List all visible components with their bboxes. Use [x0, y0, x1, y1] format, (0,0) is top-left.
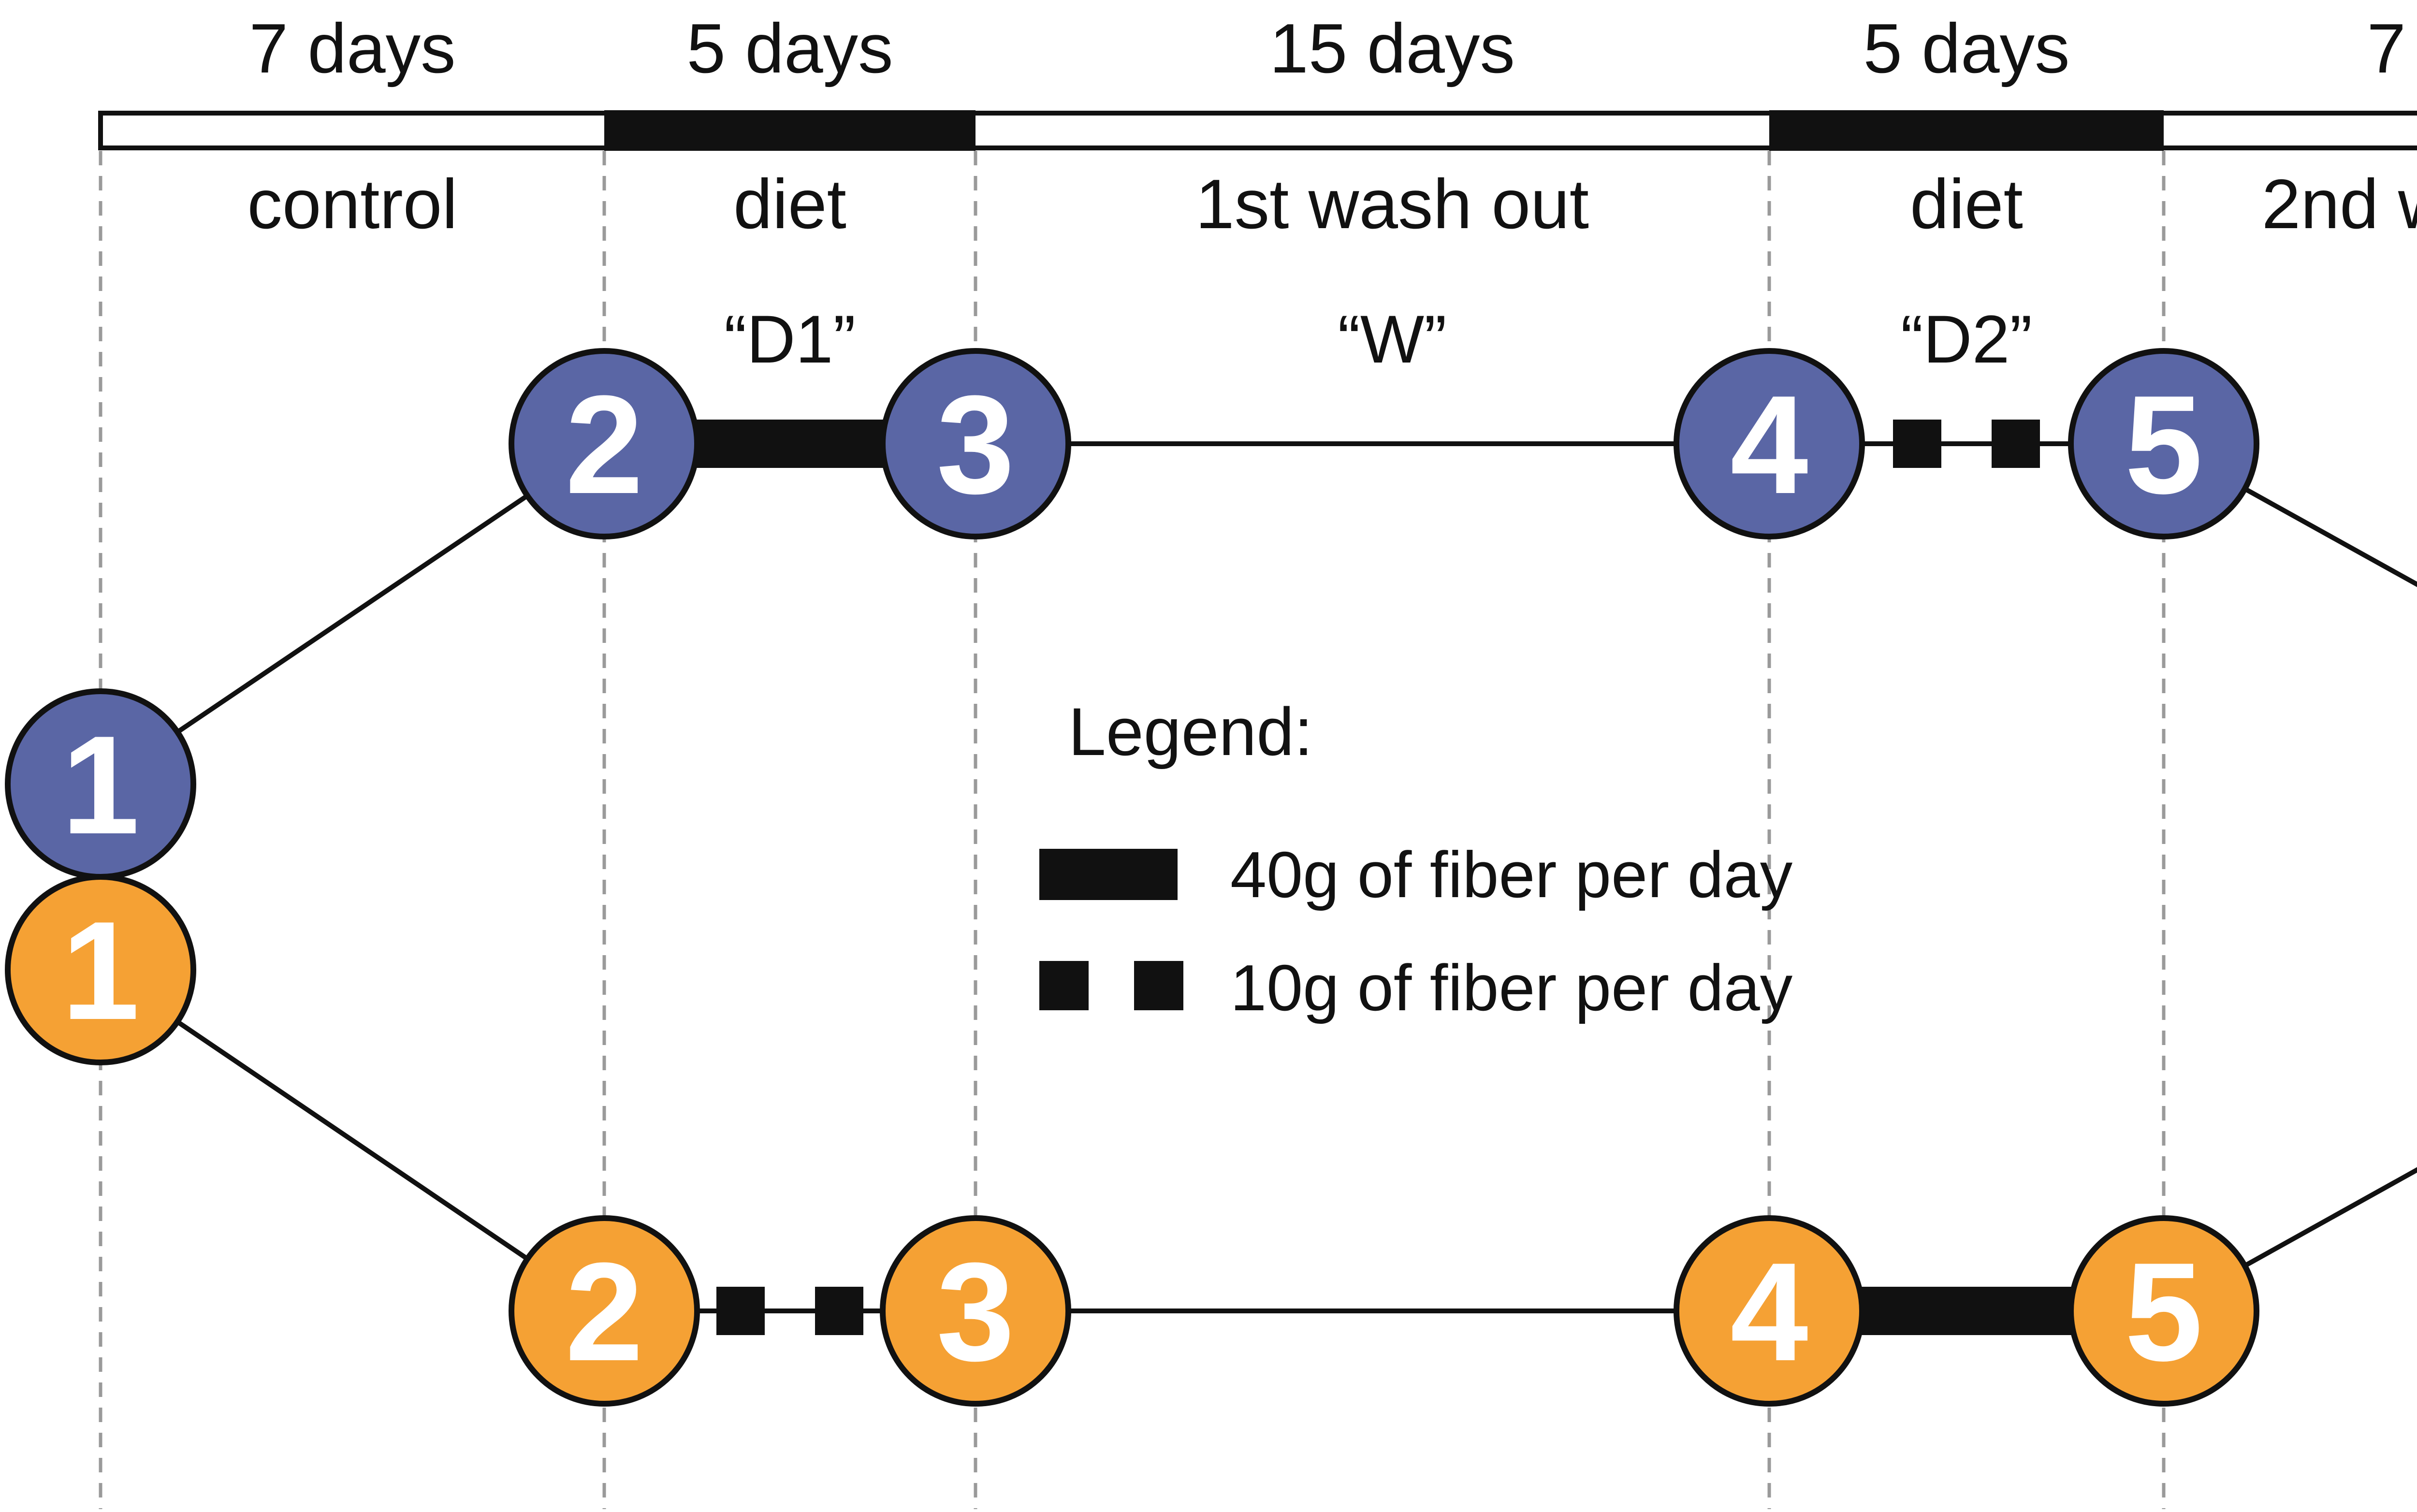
- orange-node-circle-4: [1674, 1215, 1865, 1407]
- blue-arm-line-1-2: [99, 441, 606, 786]
- phase-labels: control diet 1st wash out diet 2nd wash …: [247, 165, 2417, 243]
- blue-10g-square-a: [1893, 420, 1941, 468]
- timeline-bar: [98, 110, 2417, 151]
- blue-node-circle-5: [2068, 348, 2259, 539]
- timeline-diet-segment-1: [604, 110, 976, 151]
- phase-label-control: control: [247, 165, 457, 243]
- blue-node-label-1: 1: [61, 707, 139, 863]
- orange-arm-nodes: 1 2 3 4 5 6: [5, 874, 2259, 1407]
- legend-item-40g: 40g of fiber per day: [1039, 838, 1793, 911]
- orange-10g-square-b: [815, 1287, 863, 1335]
- duration-labels: 7 days 5 days 15 days 5 days 7 days: [249, 9, 2417, 87]
- orange-visit-node-4: 4: [1674, 1215, 1865, 1407]
- orange-node-label-2: 2: [565, 1234, 643, 1390]
- orange-10g-square-a: [716, 1287, 765, 1335]
- blue-node-circle-3: [880, 348, 1071, 539]
- phase-label-washout1: 1st wash out: [1195, 165, 1589, 243]
- period-label-d2: “D2”: [1901, 301, 2032, 377]
- orange-visit-node-3: 3: [880, 1215, 1071, 1407]
- blue-node-circle-2: [509, 348, 700, 539]
- duration-label-washout1: 15 days: [1269, 9, 1515, 87]
- period-labels: “D1” “W” “D2”: [724, 301, 2032, 377]
- orange-visit-node-5: 5: [2068, 1215, 2259, 1407]
- phase-label-diet2: diet: [1910, 165, 2023, 243]
- phase-label-washout2: 2nd wash out: [2262, 165, 2417, 243]
- blue-40g-bar-2-3: [695, 420, 885, 468]
- orange-node-circle-5: [2068, 1215, 2259, 1407]
- orange-node-label-5: 5: [2125, 1234, 2202, 1390]
- legend-10g-swatch-icon-b: [1134, 961, 1183, 1010]
- blue-arm-line-5-6: [2162, 441, 2417, 587]
- blue-visit-node-4: 4: [1674, 348, 1865, 539]
- orange-node-label-3: 3: [936, 1234, 1014, 1390]
- legend-item-10g: 10g of fiber per day: [1039, 951, 1793, 1024]
- orange-arm-line-5-6: [2162, 1167, 2417, 1313]
- period-label-w: “W”: [1338, 301, 1446, 377]
- blue-10g-square-b: [1992, 420, 2040, 468]
- orange-arm-line-1-2: [99, 967, 606, 1313]
- orange-node-circle-2: [509, 1215, 700, 1407]
- timeline-diet-segment-2: [1769, 110, 2164, 151]
- orange-40g-bar-4-5: [1860, 1287, 2073, 1335]
- duration-label-control: 7 days: [249, 9, 455, 87]
- orange-visit-node-1: 1: [5, 874, 196, 1065]
- blue-node-label-2: 2: [565, 366, 643, 523]
- duration-label-diet2: 5 days: [1863, 9, 2069, 87]
- legend-40g-swatch-icon: [1039, 849, 1178, 900]
- legend-10g-swatch-icon-a: [1039, 961, 1089, 1010]
- duration-label-washout2: 7 days: [2367, 9, 2417, 87]
- orange-node-label-4: 4: [1730, 1234, 1809, 1390]
- blue-visit-node-2: 2: [509, 348, 700, 539]
- period-label-d1: “D1”: [724, 301, 856, 377]
- legend: Legend: 40g of fiber per day 10g of fibe…: [1039, 694, 1793, 1024]
- blue-node-label-4: 4: [1730, 366, 1809, 523]
- blue-arm-nodes: 1 2 3 4 5 6: [5, 348, 2259, 880]
- legend-40g-label: 40g of fiber per day: [1230, 838, 1793, 911]
- blue-node-label-5: 5: [2125, 366, 2202, 523]
- orange-visit-node-2: 2: [509, 1215, 700, 1407]
- phase-label-diet1: diet: [733, 165, 846, 243]
- blue-visit-node-5: 5: [2068, 348, 2259, 539]
- blue-visit-node-3: 3: [880, 348, 1071, 539]
- duration-label-diet1: 5 days: [686, 9, 893, 87]
- legend-title: Legend:: [1068, 694, 1313, 770]
- orange-node-circle-1: [5, 874, 196, 1065]
- blue-node-circle-4: [1674, 348, 1865, 539]
- fiber-dose-connectors: [695, 420, 2073, 1335]
- blue-node-label-3: 3: [936, 366, 1014, 523]
- legend-10g-label: 10g of fiber per day: [1230, 951, 1793, 1024]
- orange-node-label-1: 1: [61, 892, 139, 1049]
- blue-visit-node-1: 1: [5, 688, 196, 880]
- orange-node-circle-3: [880, 1215, 1071, 1407]
